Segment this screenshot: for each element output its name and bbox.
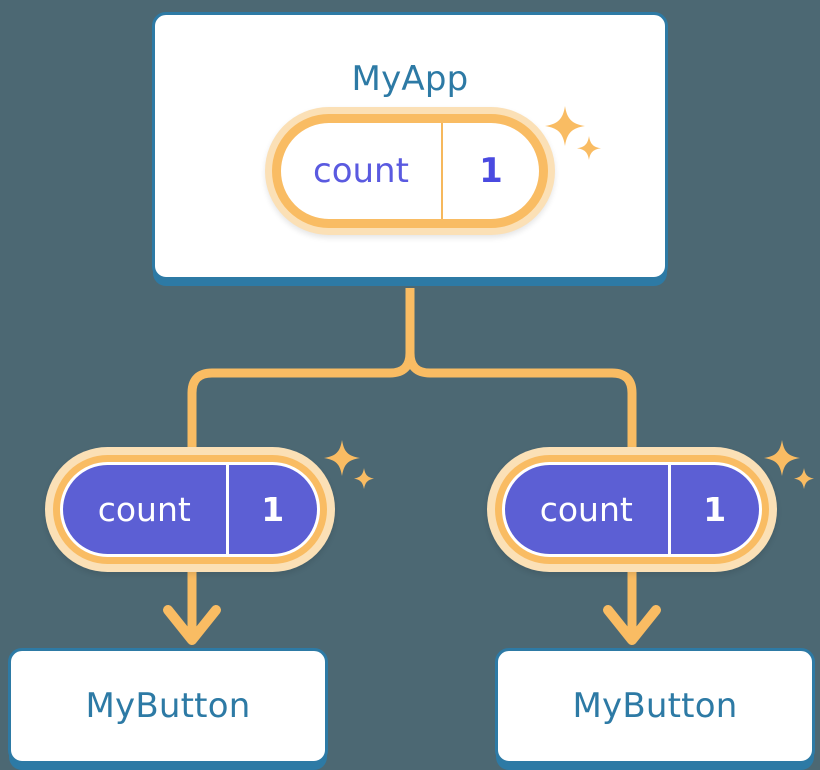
arrow-head-right-icon [603,605,661,645]
button-left-state-pill-ring: count 1 [53,455,327,564]
button-right-state-value: 1 [667,465,759,554]
app-state-pill[interactable]: count 1 [265,107,555,235]
button-left-state-pill-body: count 1 [63,465,317,554]
app-state-pill-ring: count 1 [272,114,548,228]
button-left-state-value: 1 [225,465,317,554]
arrow-head-left-icon [163,605,221,645]
sparkle-icon-button-left [320,438,378,496]
button-left-state-key: count [97,490,191,529]
button-right-state-pill[interactable]: count 1 [487,447,777,572]
app-state-value: 1 [440,123,539,219]
app-component-title: MyApp [351,59,469,99]
app-state-key: count [313,151,409,191]
button-left-component-card[interactable]: MyButton [8,648,328,764]
button-right-component-title: MyButton [572,686,738,726]
button-right-component-card[interactable]: MyButton [495,648,815,764]
sparkle-icon-button-right [760,438,818,496]
sparkle-icon-app [541,104,603,166]
button-right-state-key: count [539,490,633,529]
button-right-state-pill-body: count 1 [505,465,759,554]
button-left-state-pill[interactable]: count 1 [45,447,335,572]
button-left-component-title: MyButton [85,686,251,726]
button-right-state-pill-ring: count 1 [495,455,769,564]
